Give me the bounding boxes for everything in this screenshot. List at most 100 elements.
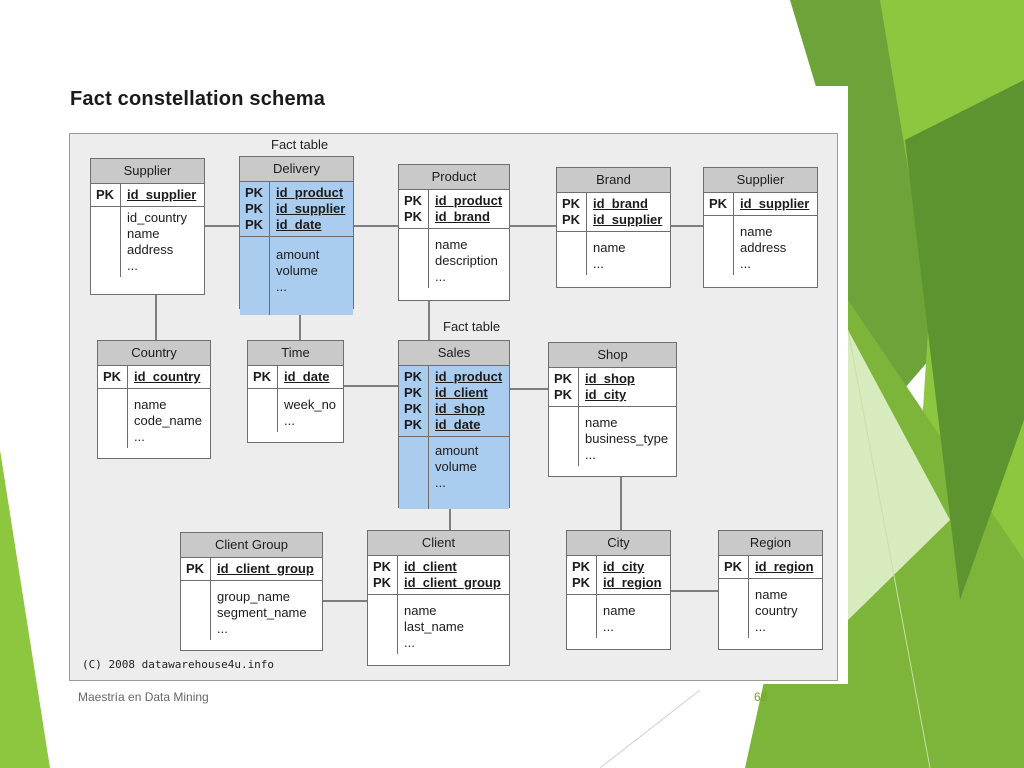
pk-label: PK [253,369,272,384]
attribute-section: name address ... [704,216,817,275]
key-column: id_product id_brand [429,190,509,228]
key-field: id_shop [585,371,635,386]
pk-label: PK [245,185,264,200]
pk-label-column: PK PK [567,556,597,594]
key-column: id_product id_client id_shop id_date [429,366,509,436]
attribute-field: ... [276,279,287,294]
pk-label: PK [373,559,392,574]
table-supplier-right: Supplier PK id_supplier name address ... [703,167,818,288]
table-header: Brand [557,168,670,193]
table-sales: Sales PK PK PK PK id_product id_client i… [398,340,510,509]
pk-label: PK [245,217,264,232]
attribute-field: ... [127,258,138,273]
attribute-section: week_no ... [248,389,343,432]
key-field: id_product [276,185,344,200]
pk-label-column: PK PK [549,368,579,406]
attribute-column: name ... [597,595,670,638]
attribute-field: group_name [217,589,290,604]
table-header: Supplier [704,168,817,193]
attribute-field: name [755,587,788,602]
key-field: id_country [134,369,201,384]
attribute-column: amount volume ... [429,437,509,509]
pk-section: PK PK id_shop id_city [549,368,676,407]
pk-section: PK id_client_group [181,558,322,581]
key-field: id_supplier [740,196,810,211]
pk-label: PK [709,196,728,211]
key-column: id_shop id_city [579,368,676,406]
table-header: Delivery [240,157,353,182]
attribute-field: name [404,603,437,618]
attribute-field: ... [404,635,415,650]
key-field: id_product [435,193,503,208]
attribute-column: name business_type ... [579,407,676,466]
pk-label: PK [724,559,743,574]
attribute-field: business_type [585,431,669,446]
attribute-field: ... [134,429,145,444]
table-delivery: Delivery PK PK PK id_product id_supplier… [239,156,354,315]
key-column: id_region [749,556,822,578]
table-city: City PK PK id_city id_region name ... [566,530,671,650]
attribute-section: name description ... [399,229,509,288]
attribute-section: name country ... [719,579,822,638]
key-field: id_city [585,387,627,402]
pk-label-column: PK [719,556,749,578]
attribute-field: ... [585,447,596,462]
attribute-field: name [740,224,773,239]
attribute-field: name [593,240,626,255]
pk-label: PK [404,369,423,384]
fact-table-label-sales: Fact table [443,319,501,334]
key-field: id_region [603,575,662,590]
pk-label-column: PK PK PK PK [399,366,429,436]
pk-section: PK PK PK id_product id_supplier id_date [240,182,353,237]
table-header: Time [248,341,343,366]
key-column: id_date [278,366,343,388]
pk-label: PK [404,385,423,400]
key-column: id_supplier [121,184,204,206]
pk-label: PK [245,201,264,216]
pk-section: PK PK id_product id_brand [399,190,509,229]
fact-table-label-delivery: Fact table [271,137,329,152]
table-header: Sales [399,341,509,366]
table-header: City [567,531,670,556]
attribute-field: ... [435,475,446,490]
attribute-field: address [127,242,174,257]
attribute-field: name [435,237,468,252]
key-field: id_client [404,559,457,574]
attribute-field: segment_name [217,605,307,620]
key-field: id_date [276,217,322,232]
pk-label-column: PK [248,366,278,388]
key-field: id_client_group [404,575,501,590]
key-field: id_date [435,417,481,432]
table-header: Region [719,531,822,556]
key-column: id_client_group [211,558,322,580]
pk-label-column: PK [181,558,211,580]
pk-label-column: PK PK [557,193,587,231]
table-client-group: Client Group PK id_client_group group_na… [180,532,323,651]
pk-label-column: PK PK [399,190,429,228]
key-field: id_supplier [593,212,663,227]
attribute-field: volume [276,263,318,278]
table-region: Region PK id_region name country ... [718,530,823,650]
pk-label-column: PK PK PK [240,182,270,236]
key-column: id_country [128,366,210,388]
attribute-field: name [585,415,618,430]
attribute-section: group_name segment_name ... [181,581,322,640]
attribute-field: ... [217,621,228,636]
attribute-column: name last_name ... [398,595,509,654]
attribute-column: name country ... [749,579,822,638]
attribute-field: name [134,397,167,412]
attribute-section: amount volume ... [240,237,353,315]
attribute-field: volume [435,459,477,474]
key-field: id_client [435,385,488,400]
table-supplier-left: Supplier PK id_supplier id_country name … [90,158,205,295]
pk-label: PK [103,369,122,384]
attribute-field: ... [593,256,604,271]
attribute-field: id_country [127,210,187,225]
attribute-column: id_country name address ... [121,207,204,277]
table-header: Client Group [181,533,322,558]
pk-label: PK [404,401,423,416]
copyright-notice: (C) 2008 datawarehouse4u.info [82,658,275,671]
pk-label: PK [404,417,423,432]
attribute-field: week_no [284,397,337,412]
attribute-field: description [435,253,498,268]
